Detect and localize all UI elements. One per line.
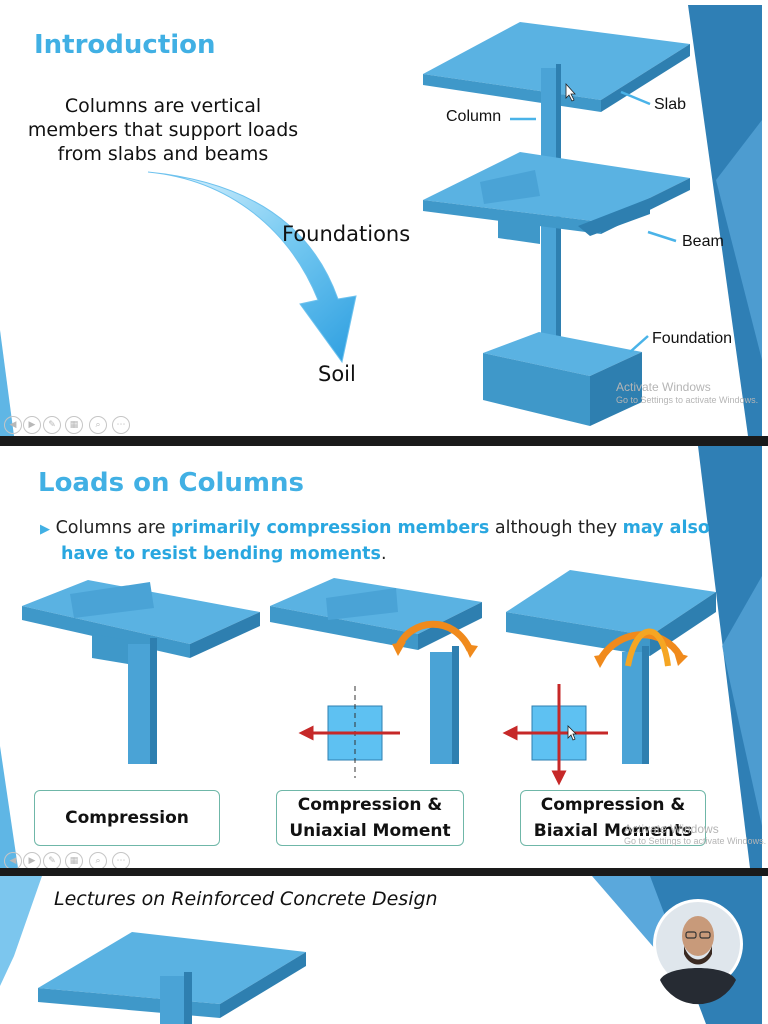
callout-slab — [620, 90, 651, 106]
slide2-deco-light — [722, 576, 762, 826]
bullet-arrow-icon: ▶ — [40, 522, 50, 537]
more-options-icon[interactable]: ⋯ — [112, 852, 130, 868]
pen-icon[interactable]: ✎ — [43, 852, 61, 868]
foundations-label: Foundations — [282, 222, 411, 246]
case-compression: Compression — [34, 790, 220, 846]
previous-slide-icon[interactable]: ◀ — [4, 852, 22, 868]
slide-introduction: Introduction Columns are vertical member… — [0, 0, 768, 436]
slide2-graphics — [0, 446, 762, 868]
foundation-label: Foundation — [652, 330, 733, 347]
activate-windows-hint: Go to Settings to activate Windows. — [616, 395, 759, 405]
slide-loads-on-columns: Loads on Columns ▶ Columns are primarily… — [0, 446, 768, 868]
pen-icon[interactable]: ✎ — [43, 416, 61, 434]
soil-label: Soil — [318, 362, 356, 386]
slide-lectures: Lectures on Reinforced Concrete Design — [0, 876, 768, 1024]
section-uniaxial — [298, 686, 400, 778]
more-options-icon[interactable]: ⋯ — [112, 416, 130, 434]
column-model — [541, 64, 561, 348]
previous-slide-icon[interactable]: ◀ — [4, 416, 22, 434]
activate-windows-title: Activate Windows — [624, 822, 719, 836]
slide3-deco-left — [0, 876, 42, 986]
slide1-graphics — [0, 5, 762, 436]
slides-grid-icon[interactable]: ▦ — [65, 416, 83, 434]
zoom-icon[interactable]: ⌕ — [89, 416, 107, 434]
column-model-biaxial — [506, 570, 716, 764]
column-model-compression — [22, 580, 260, 764]
slide2-title: Loads on Columns — [38, 468, 304, 498]
column-label: Column — [446, 108, 502, 125]
load-path-arrow — [147, 171, 357, 364]
presenter-avatar — [653, 899, 743, 1005]
slab-label: Slab — [654, 96, 687, 113]
section-biaxial — [502, 684, 608, 786]
callout-foundation — [629, 335, 649, 353]
slide1-deco-dark — [688, 5, 762, 436]
case-biaxial-moments: Compression &Biaxial Moments — [520, 790, 706, 846]
next-slide-icon[interactable]: ▶ — [23, 416, 41, 434]
loads-bullet: ▶ Columns are primarily compression memb… — [40, 518, 710, 564]
next-slide-icon[interactable]: ▶ — [23, 852, 41, 868]
intro-description: Columns are vertical members that suppor… — [27, 95, 299, 165]
foundation-model — [483, 332, 642, 426]
slab-model — [38, 932, 306, 1024]
mouse-pointer-icon — [567, 725, 577, 741]
slab-model-middle — [423, 152, 690, 244]
slides-grid-icon[interactable]: ▦ — [65, 852, 83, 868]
slide3-graphics — [0, 876, 762, 1024]
mouse-pointer-icon — [565, 82, 576, 102]
callout-beam — [647, 230, 677, 243]
activate-windows-title: Activate Windows — [616, 380, 711, 394]
slide2-deco-left — [0, 746, 18, 868]
zoom-icon[interactable]: ⌕ — [89, 852, 107, 868]
column-model-uniaxial — [270, 578, 482, 764]
slide1-deco-left — [0, 330, 14, 436]
activate-windows-hint: Go to Settings to activate Windows. — [624, 836, 767, 846]
lecture-series-title: Lectures on Reinforced Concrete Design — [54, 888, 438, 910]
slide1-title: Introduction — [34, 30, 216, 60]
slide1-deco-light — [716, 120, 762, 360]
case-uniaxial-moment: Compression &Uniaxial Moment — [276, 790, 464, 846]
beam-label: Beam — [682, 233, 724, 250]
